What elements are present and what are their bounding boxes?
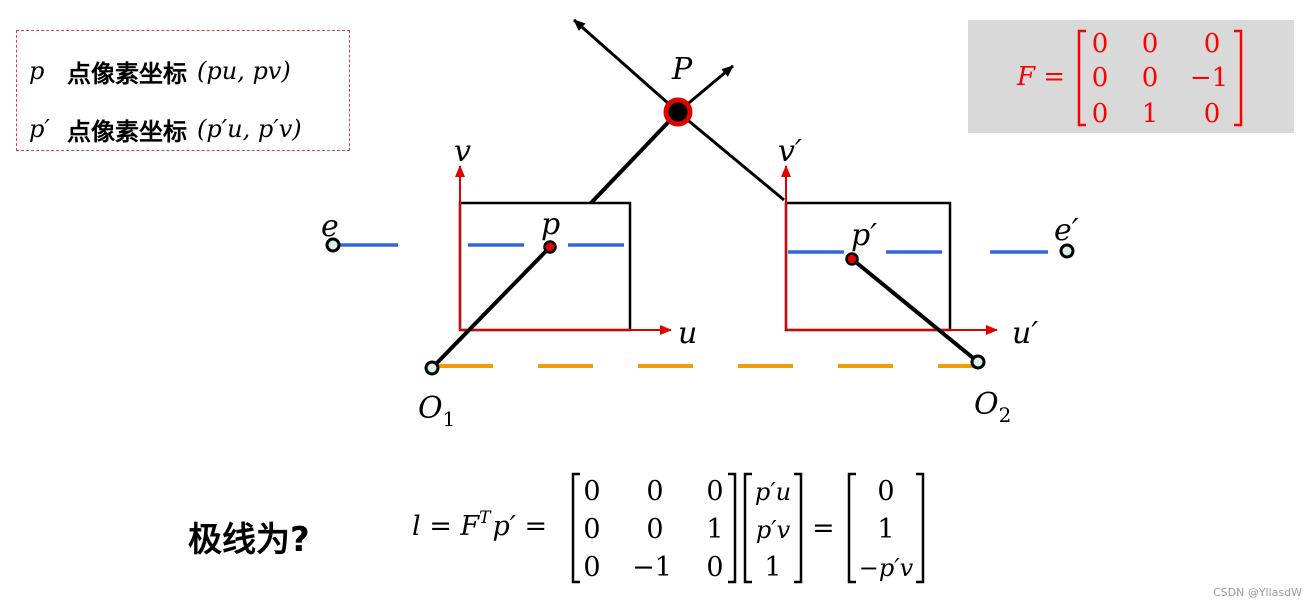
eq-vector-left-bracket — [743, 472, 752, 584]
label-p: p — [541, 207, 560, 242]
label-v-prime: v′ — [778, 134, 802, 169]
ray-p-P — [589, 110, 680, 205]
label-e-prime: e′ — [1054, 213, 1079, 248]
epipole-e-prime — [1059, 243, 1075, 259]
label-p-prime: p′ — [851, 218, 877, 253]
epipolar-line-equation: l = FTp′ = 0 0 0 0 0 1 0 −1 0 p′u p′v 1 … — [412, 472, 925, 584]
eq-cell-0-0: 0 — [583, 476, 600, 507]
eq-vector-right-bracket — [794, 472, 803, 584]
label-P: P — [671, 52, 693, 87]
label-e: e — [321, 209, 339, 244]
legend-symbol-p-prime: p′ — [29, 115, 50, 143]
label-v: v — [454, 134, 471, 169]
f-cell-0-1: 0 — [1142, 29, 1159, 59]
ray-o1-p — [430, 245, 552, 370]
f-cell-1-0: 0 — [1092, 63, 1109, 93]
eq-result-2: −p′v — [859, 554, 914, 582]
image-point-p — [543, 240, 557, 254]
eq-vector-1: p′v — [756, 516, 791, 544]
eq-vector-0: p′u — [755, 478, 791, 506]
equation-lhs: l = FTp′ = — [412, 508, 547, 542]
legend-label-p-prime: 点像素坐标 — [67, 117, 187, 146]
f-cell-0-2: 0 — [1204, 29, 1221, 59]
f-matrix: F = 0 0 0 0 0 −1 0 1 0 — [1016, 29, 1243, 129]
ray-extension-left — [573, 18, 679, 114]
f-cell-0-0: 0 — [1092, 29, 1109, 59]
ray-p-prime-o2 — [850, 257, 980, 364]
eq-result-left-bracket — [847, 472, 856, 584]
camera-center-o2 — [970, 354, 986, 370]
eq-cell-1-2: 1 — [706, 514, 723, 545]
legend-row-p-prime: p′ 点像素坐标 (p′u, p′v) — [29, 111, 302, 147]
legend-label-p: 点像素坐标 — [67, 59, 187, 88]
eq-cell-1-1: 0 — [646, 514, 663, 545]
eq-result-0: 0 — [877, 476, 894, 507]
epipole-e — [325, 237, 341, 253]
f-cell-2-1: 1 — [1142, 99, 1159, 129]
f-cell-1-2: −1 — [1190, 63, 1228, 93]
label-o1: O1 — [418, 391, 455, 431]
watermark: CSDN @YllasdW — [1212, 586, 1302, 599]
f-matrix-right-bracket — [1234, 29, 1243, 127]
eq-result-right-bracket — [916, 472, 925, 584]
eq-matrix-left-bracket — [571, 472, 580, 584]
eq-cell-0-2: 0 — [706, 476, 723, 507]
f-matrix-left-bracket — [1077, 29, 1086, 127]
eq-matrix-right-bracket — [728, 472, 737, 584]
f-cell-2-2: 0 — [1204, 99, 1221, 129]
camera-center-o1 — [424, 360, 440, 376]
label-u: u — [678, 316, 697, 351]
legend-coord-p-prime: (p′u, p′v) — [197, 115, 302, 143]
image-point-p-prime — [845, 252, 859, 266]
eq-cell-0-1: 0 — [646, 476, 663, 507]
world-point-P — [663, 97, 693, 127]
f-matrix-lhs: F = — [1016, 62, 1065, 92]
legend-box: p 点像素坐标 (pu, pv) p′ 点像素坐标 (p′u, p′v) — [16, 30, 350, 151]
epipolar-line-question: 极线为? — [188, 520, 310, 560]
eq-equals: = — [812, 513, 835, 544]
eq-cell-2-0: 0 — [583, 552, 600, 583]
label-o2: O2 — [974, 387, 1011, 427]
eq-cell-1-0: 0 — [583, 514, 600, 545]
f-cell-1-1: 0 — [1142, 63, 1159, 93]
eq-cell-2-2: 0 — [706, 552, 723, 583]
label-u-prime: u′ — [1012, 316, 1038, 351]
legend-row-p: p 点像素坐标 (pu, pv) — [29, 53, 291, 89]
legend-coord-p: (pu, pv) — [197, 57, 291, 85]
eq-vector-2: 1 — [764, 552, 781, 583]
ray-P-p-prime-upper — [677, 110, 785, 202]
fundamental-matrix-box — [968, 20, 1294, 133]
eq-cell-2-1: −1 — [632, 552, 672, 583]
legend-symbol-p: p — [29, 57, 45, 85]
f-cell-2-0: 0 — [1092, 99, 1109, 129]
eq-result-1: 1 — [877, 514, 894, 545]
